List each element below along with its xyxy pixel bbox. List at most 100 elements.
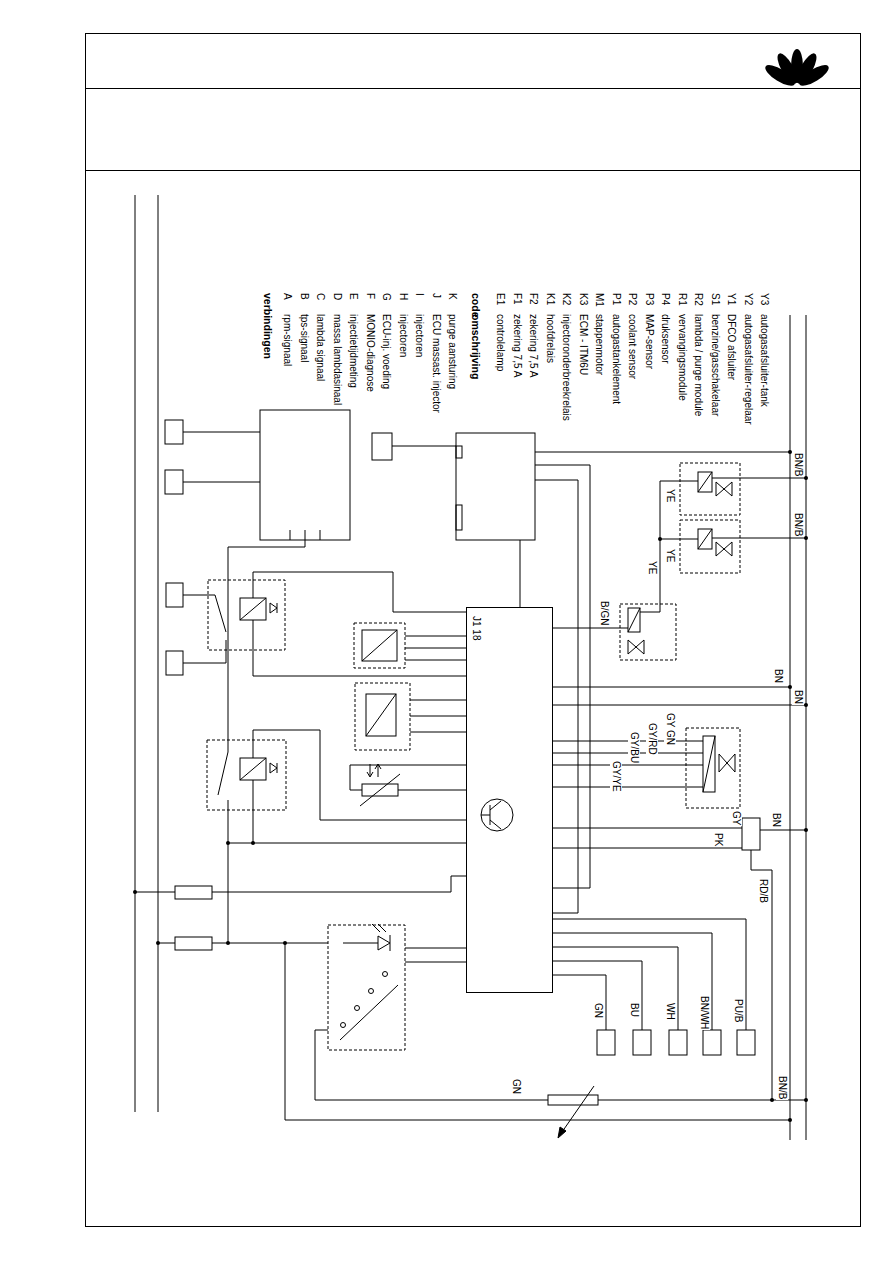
wire <box>378 765 379 777</box>
wire <box>456 446 462 458</box>
connection-description: injectoren <box>397 314 409 357</box>
wire <box>228 800 229 943</box>
wire-color: PU/B <box>732 998 744 1023</box>
wire <box>553 947 678 1030</box>
wire <box>628 608 640 632</box>
component-code: P2 <box>626 293 638 305</box>
wire <box>343 943 378 944</box>
wire <box>410 732 466 733</box>
wire <box>372 433 392 460</box>
component-description: vervangingsmodule <box>676 314 688 401</box>
wire <box>405 636 466 637</box>
connection-letter: I <box>413 293 425 296</box>
wire <box>553 787 703 788</box>
component-code: P4 <box>659 293 671 305</box>
junction-dot <box>251 841 255 845</box>
wire <box>548 1095 598 1105</box>
component-code: Y1 <box>725 293 737 305</box>
wire-color: BN/B <box>792 452 804 477</box>
wire <box>228 540 305 547</box>
wire <box>253 730 466 820</box>
connection-description: injectoren <box>413 314 425 357</box>
wire <box>328 925 405 1050</box>
connection-description: ECU-inj. voeding <box>380 314 392 389</box>
wire <box>553 975 606 1030</box>
wire <box>535 452 790 453</box>
wire <box>598 1100 806 1101</box>
wire <box>633 1030 651 1055</box>
wire <box>712 478 806 479</box>
component-description: druksensor <box>659 314 671 363</box>
wire <box>378 924 386 932</box>
wire <box>135 892 175 893</box>
connection-description: injectietijdmeting <box>347 314 359 388</box>
wire <box>228 547 229 752</box>
wire-color: GN <box>510 1078 522 1095</box>
wire <box>456 505 462 530</box>
junction-dot <box>804 1098 808 1102</box>
wire <box>240 758 266 780</box>
component-description: autogasafsluiter-regelaar <box>742 314 754 425</box>
wire-color: GY GN <box>664 712 676 746</box>
connection-letter: F <box>364 293 376 299</box>
wire <box>175 937 212 950</box>
wire <box>562 1086 594 1132</box>
wire <box>553 628 628 629</box>
wire <box>315 1030 548 1100</box>
wire <box>481 799 513 831</box>
wire <box>218 752 228 795</box>
junction-dot <box>804 536 808 540</box>
wire <box>253 572 466 612</box>
wire-color: BN/WH <box>698 995 710 1030</box>
wire <box>490 801 501 810</box>
ecu-box: J1 18 <box>466 607 553 993</box>
wire <box>165 420 183 444</box>
wire <box>760 830 806 831</box>
wire <box>166 583 183 607</box>
wire <box>135 195 136 1112</box>
heading: code <box>470 293 482 318</box>
wire <box>369 989 374 994</box>
junction-dot <box>226 941 230 945</box>
component-description: zekering 7,5 A <box>527 314 539 377</box>
wire <box>680 463 740 515</box>
wire-color: GY/BU <box>628 731 640 764</box>
component-description: lambda / purge module <box>692 314 704 416</box>
page-frame <box>85 34 861 1227</box>
wire <box>360 774 400 806</box>
wire <box>703 736 715 792</box>
wire <box>790 315 791 1140</box>
wire <box>597 1030 615 1055</box>
wire <box>305 530 306 540</box>
wire-color: PK <box>712 832 724 847</box>
wire <box>135 195 806 1140</box>
wire-color: WH <box>664 1002 676 1021</box>
junction-dot <box>283 941 287 945</box>
page-frame <box>85 88 860 89</box>
component-code: S1 <box>709 293 721 305</box>
component-description: controlelamp <box>494 314 506 371</box>
wire <box>719 754 735 772</box>
wire <box>553 848 742 849</box>
component-code: E1 <box>494 293 506 305</box>
wire <box>680 520 740 573</box>
component-code: M1 <box>593 293 605 307</box>
wire <box>370 764 371 776</box>
wire <box>158 195 159 1112</box>
connection-letter: C <box>314 293 326 300</box>
wire-color: BU <box>628 1002 640 1018</box>
wire <box>350 765 466 790</box>
wire <box>553 828 742 829</box>
component-code: F1 <box>511 293 523 305</box>
junction-dot <box>804 703 808 707</box>
wire-color: YE <box>664 548 676 563</box>
connection-description: tps-signaal <box>298 314 310 362</box>
wire <box>378 936 390 950</box>
wire <box>207 740 286 810</box>
wire <box>410 700 466 701</box>
wire <box>270 763 277 773</box>
wire <box>737 1030 755 1055</box>
wire <box>240 758 266 780</box>
